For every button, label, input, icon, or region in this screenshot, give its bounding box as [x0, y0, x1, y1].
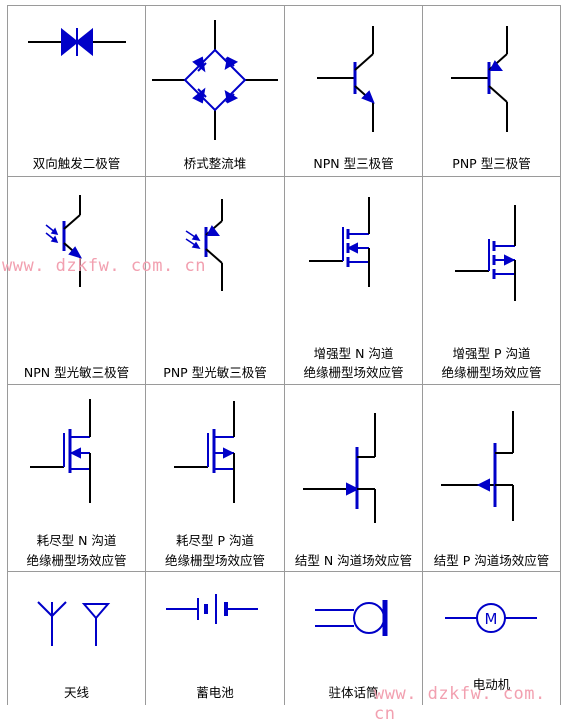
- caption-enh-nmos-1: 增强型 N 沟道: [313, 346, 394, 361]
- cell-battery: 蓄电池: [146, 572, 284, 706]
- npn-phototransistor-icon: [45, 195, 83, 287]
- motor-icon: M: [445, 603, 537, 633]
- cell-enh-nmos: 增强型 N 沟道 绝缘栅型场效应管: [285, 177, 422, 384]
- cell-npn-transistor: NPN 型三极管: [285, 6, 422, 176]
- cell-dep-pmos: 耗尽型 P 沟道 绝缘栅型场效应管: [146, 385, 284, 571]
- npn-transistor-icon: [317, 26, 375, 132]
- caption-enh-pmos-2: 绝缘栅型场效应管: [441, 365, 542, 380]
- watermark-text: www. dzkfw. com. cn: [374, 684, 546, 724]
- caption-bridge-rectifier: 桥式整流堆: [183, 156, 247, 171]
- caption-pnp-transistor: PNP 型三极管: [452, 156, 531, 171]
- caption-dep-pmos-2: 绝缘栅型场效应管: [164, 553, 265, 568]
- caption-dep-nmos-1: 耗尽型 N 沟道: [36, 533, 117, 548]
- grid-line: [145, 5, 146, 705]
- cell-motor: M 电动机: [423, 572, 560, 706]
- grid-line: [7, 571, 560, 572]
- grid-line: [284, 5, 285, 705]
- pnp-phototransistor-icon: [185, 199, 223, 291]
- caption-njfet: 结型 N 沟道场效应管: [294, 553, 413, 568]
- pnp-transistor-icon: [451, 26, 508, 132]
- cell-electret-mic: 驻体话筒: [285, 572, 422, 706]
- caption-pjfet: 结型 P 沟道场效应管: [433, 553, 550, 568]
- cell-enh-pmos: 增强型 P 沟道 绝缘栅型场效应管: [423, 177, 560, 384]
- caption-diac: 双向触发二极管: [32, 156, 121, 171]
- caption-dep-pmos-1: 耗尽型 P 沟道: [176, 533, 254, 548]
- enh-nmos-icon: [309, 197, 370, 287]
- cell-njfet: 结型 N 沟道场效应管: [285, 385, 422, 571]
- cell-diac: 双向触发二极管: [8, 6, 145, 176]
- diac-icon: [28, 27, 126, 57]
- battery-icon: [166, 594, 258, 624]
- grid-line: [422, 5, 423, 705]
- caption-antenna: 天线: [63, 685, 89, 700]
- cell-pnp-phototransistor: PNP 型光敏三极管: [146, 177, 284, 384]
- dep-pmos-icon: [174, 401, 235, 503]
- cell-npn-phototransistor: NPN 型光敏三极管: [8, 177, 145, 384]
- cell-bridge-rectifier: 桥式整流堆: [146, 6, 284, 176]
- grid-line: [7, 5, 8, 705]
- watermark-text: www. dzkfw. com. cn: [2, 256, 206, 276]
- caption-electret-mic: 驻体话筒: [328, 685, 379, 700]
- grid-line: [7, 176, 560, 177]
- bridge-rectifier-icon: [152, 20, 278, 140]
- caption-dep-nmos-2: 绝缘栅型场效应管: [26, 553, 127, 568]
- njfet-icon: [303, 413, 376, 523]
- caption-enh-nmos-2: 绝缘栅型场效应管: [303, 365, 404, 380]
- grid-line: [7, 384, 560, 385]
- cell-antenna: 天线: [8, 572, 145, 706]
- motor-symbol: M: [485, 610, 498, 628]
- pjfet-icon: [441, 411, 514, 521]
- caption-pnp-phototransistor: PNP 型光敏三极管: [163, 365, 267, 380]
- caption-motor: 电动机: [472, 677, 511, 692]
- antenna-icon: [37, 601, 111, 646]
- enh-pmos-icon: [455, 205, 516, 301]
- symbol-table: 双向触发二极管 桥式整流堆: [2, 5, 561, 724]
- dep-nmos-icon: [30, 399, 91, 503]
- grid-line: [560, 5, 561, 705]
- grid-line: [7, 5, 560, 6]
- caption-enh-pmos-1: 增强型 P 沟道: [452, 346, 531, 361]
- caption-npn-phototransistor: NPN 型光敏三极管: [23, 365, 130, 380]
- cell-pnp-transistor: PNP 型三极管: [423, 6, 560, 176]
- caption-npn-transistor: NPN 型三极管: [313, 156, 394, 171]
- caption-battery: 蓄电池: [196, 685, 234, 700]
- cell-dep-nmos: 耗尽型 N 沟道 绝缘栅型场效应管: [8, 385, 145, 571]
- cell-pjfet: 结型 P 沟道场效应管: [423, 385, 560, 571]
- electret-mic-icon: [315, 600, 388, 636]
